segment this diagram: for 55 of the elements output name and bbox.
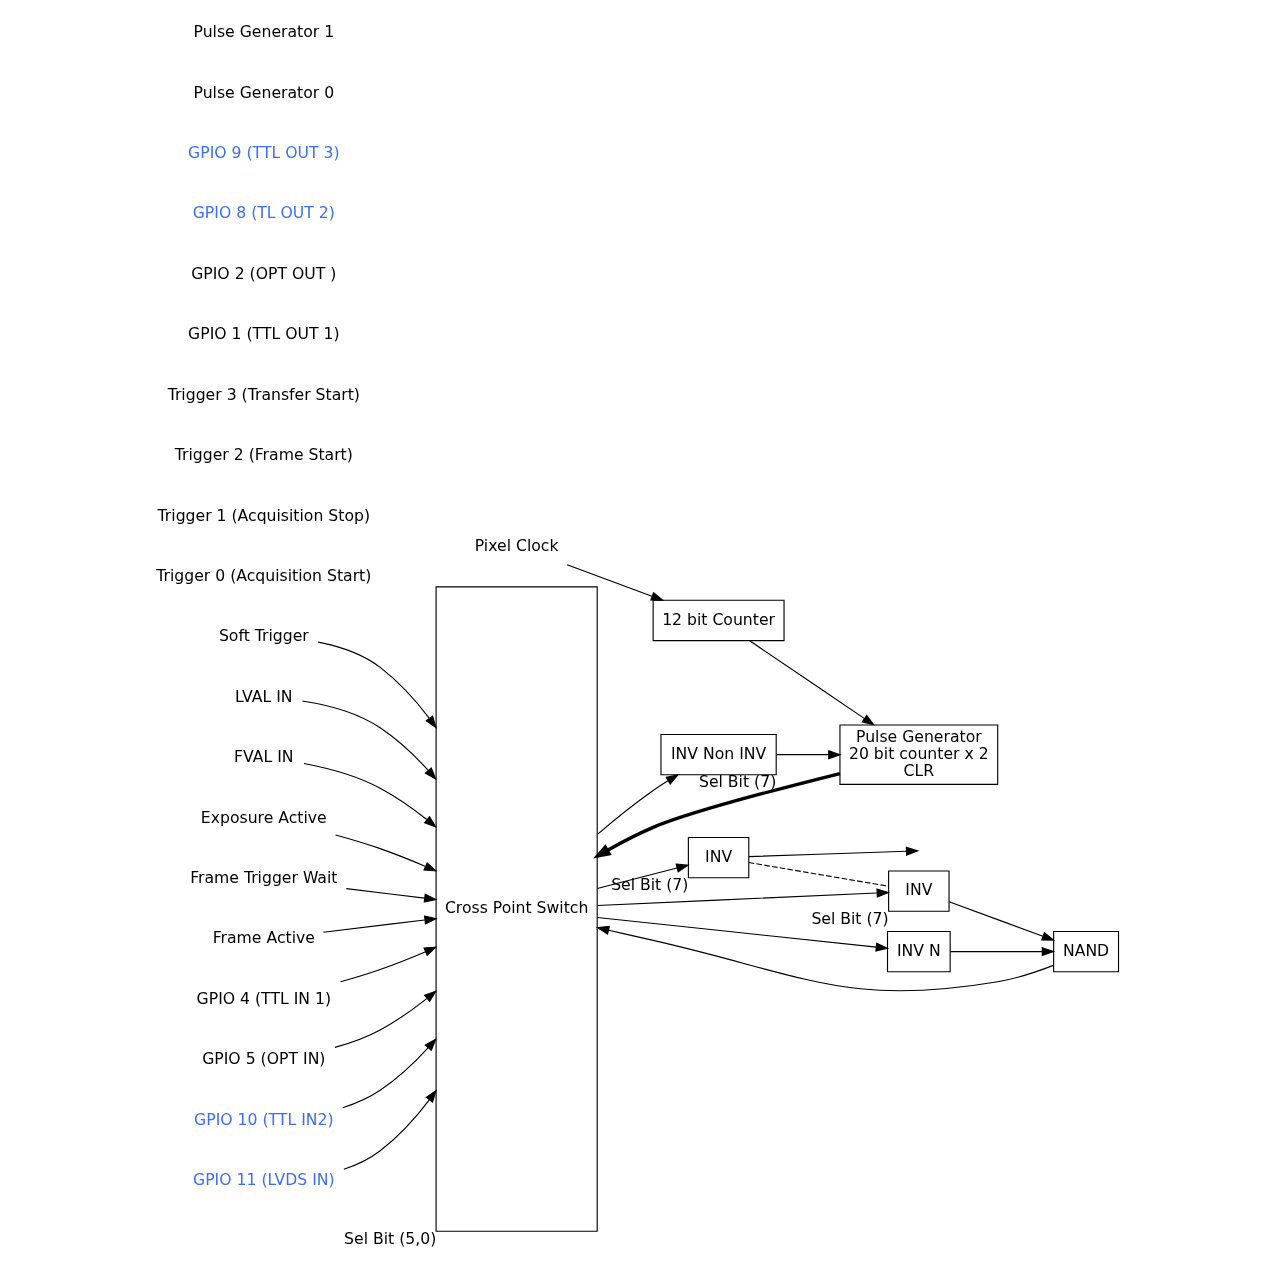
- arrow: [345, 888, 438, 903]
- node-text: GPIO 4 (TTL IN 1): [196, 988, 332, 1008]
- node-box: INV: [687, 836, 750, 879]
- node-text: GPIO 5 (OPT IN): [202, 1049, 326, 1069]
- arrow: [948, 901, 1056, 941]
- arrow: [596, 774, 680, 835]
- node-text: Frame Trigger Wait: [190, 868, 338, 887]
- node-text: GPIO 10 (TTL IN2): [194, 1109, 334, 1129]
- label: Pulse Generator 1: [193, 22, 335, 42]
- arrow: [301, 700, 437, 781]
- arrow: [596, 888, 891, 907]
- arrow: [949, 946, 1056, 957]
- label: Trigger 2 (Frame Start): [174, 445, 353, 465]
- node-text: FVAL IN: [234, 747, 294, 767]
- arrow: [595, 925, 1054, 992]
- connector: [748, 862, 889, 887]
- arrow: [748, 846, 920, 858]
- arrow: [596, 916, 890, 952]
- arrow: [566, 564, 665, 601]
- arrow: [596, 863, 690, 890]
- arrow: [303, 763, 438, 828]
- label: GPIO 9 (TTL OUT 3): [188, 143, 340, 163]
- arrow: [775, 749, 842, 760]
- arrow: [334, 990, 438, 1048]
- label: Pulse Generator 0: [193, 82, 335, 102]
- node-text: Soft Trigger: [218, 626, 309, 646]
- label: GPIO 8 (TL OUT 2): [192, 203, 335, 223]
- arrow: [749, 640, 876, 726]
- label: GPIO 1 (TTL OUT 1): [188, 324, 340, 344]
- node-text: GPIO 11 (LVDS IN): [193, 1170, 335, 1190]
- node-label: Sel Bit (7): [611, 875, 689, 895]
- node-box: 12 bit Counter: [652, 599, 785, 642]
- node-label: Sel Bit (7): [811, 908, 889, 928]
- arrow: [339, 946, 438, 983]
- label: GPIO 2 (OPT OUT ): [191, 263, 337, 283]
- arrow: [342, 1037, 437, 1109]
- arrow: [593, 771, 841, 859]
- node-text: Frame Active: [212, 928, 315, 948]
- node-box: INV Non INV: [660, 734, 777, 776]
- node-box: NAND: [1053, 930, 1120, 973]
- label: Trigger 3 (Transfer Start): [167, 384, 360, 404]
- label: Trigger 0 (Acquisition Start): [156, 565, 372, 585]
- label: Trigger 1 (Acquisition Stop): [157, 505, 371, 525]
- node-text: LVAL IN: [235, 686, 293, 706]
- node-box: Pulse Generator 20 bit counter x 2 CLR: [839, 724, 999, 785]
- arrow: [343, 1089, 437, 1170]
- arrow: [322, 915, 438, 933]
- node-label: Sel Bit (5,0): [344, 1228, 437, 1248]
- node-box: INV N: [886, 930, 951, 973]
- arrow: [335, 834, 438, 872]
- node-text: Exposure Active: [200, 807, 327, 827]
- node-box: Cross Point Switch: [435, 586, 598, 1232]
- arrow: [317, 641, 437, 729]
- node-text: Pixel Clock: [474, 535, 559, 555]
- node-box: INV: [888, 870, 950, 912]
